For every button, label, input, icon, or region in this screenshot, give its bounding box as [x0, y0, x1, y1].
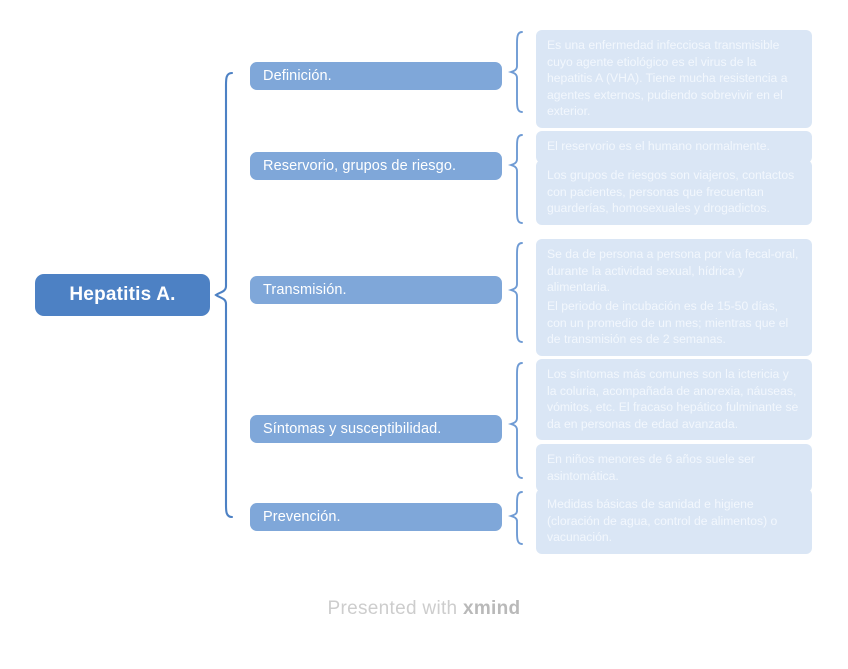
leaf-label-reservorio-2: Los grupos de riesgos son viajeros, cont…	[547, 168, 795, 216]
branch-node-prevencion[interactable]: Prevención.	[250, 503, 502, 531]
leaf-node-prevencion-1[interactable]: Medidas básicas de sanidad e higiene (cl…	[536, 489, 812, 554]
footer-watermark: Presented with xmind	[0, 598, 848, 620]
branch-node-reservorio[interactable]: Reservorio, grupos de riesgo.	[250, 152, 502, 180]
brace-definicion	[507, 31, 523, 113]
branch-label-sintomas: Síntomas y susceptibilidad.	[263, 421, 442, 437]
branch-label-transmision: Transmisión.	[263, 282, 347, 298]
leaf-node-sintomas-2[interactable]: En niños menores de 6 años suele ser asi…	[536, 444, 812, 493]
brace-sintomas	[507, 362, 523, 479]
brace-reservorio	[507, 134, 523, 224]
leaf-label-transmision-1: Se da de persona a persona por vía fecal…	[547, 247, 799, 295]
leaf-label-transmision-2: El periodo de incubación es de 15-50 día…	[547, 299, 789, 347]
branch-node-sintomas[interactable]: Síntomas y susceptibilidad.	[250, 415, 502, 443]
leaf-label-reservorio-1: El reservorio es el humano normalmente.	[547, 139, 770, 153]
leaf-node-transmision-2[interactable]: El periodo de incubación es de 15-50 día…	[536, 291, 812, 356]
leaf-label-sintomas-1: Los síntomas más comunes son la icterici…	[547, 367, 799, 431]
branch-node-definicion[interactable]: Definición.	[250, 62, 502, 90]
brace-prevencion	[507, 491, 523, 545]
leaf-node-sintomas-1[interactable]: Los síntomas más comunes son la icterici…	[536, 359, 812, 441]
leaf-label-prevencion-1: Medidas básicas de sanidad e higiene (cl…	[547, 497, 778, 545]
leaf-label-definicion-1: Es una enfermedad infecciosa transmisibl…	[547, 38, 788, 119]
brace-transmision	[507, 242, 523, 343]
leaf-node-definicion-1[interactable]: Es una enfermedad infecciosa transmisibl…	[536, 30, 812, 128]
footer-prefix: Presented with	[327, 598, 463, 619]
branch-label-definicion: Definición.	[263, 68, 332, 84]
root-node-label: Hepatitis A.	[69, 284, 176, 305]
leaf-node-reservorio-1[interactable]: El reservorio es el humano normalmente.	[536, 131, 812, 163]
brace-root	[214, 71, 234, 519]
branch-node-transmision[interactable]: Transmisión.	[250, 276, 502, 304]
branch-label-prevencion: Prevención.	[263, 509, 341, 525]
xmind-brand: xmind	[463, 598, 521, 619]
leaf-node-reservorio-2[interactable]: Los grupos de riesgos son viajeros, cont…	[536, 160, 812, 225]
root-node-hepatitis-a[interactable]: Hepatitis A.	[35, 274, 210, 316]
branch-label-reservorio: Reservorio, grupos de riesgo.	[263, 158, 457, 174]
leaf-label-sintomas-2: En niños menores de 6 años suele ser asi…	[547, 452, 755, 483]
